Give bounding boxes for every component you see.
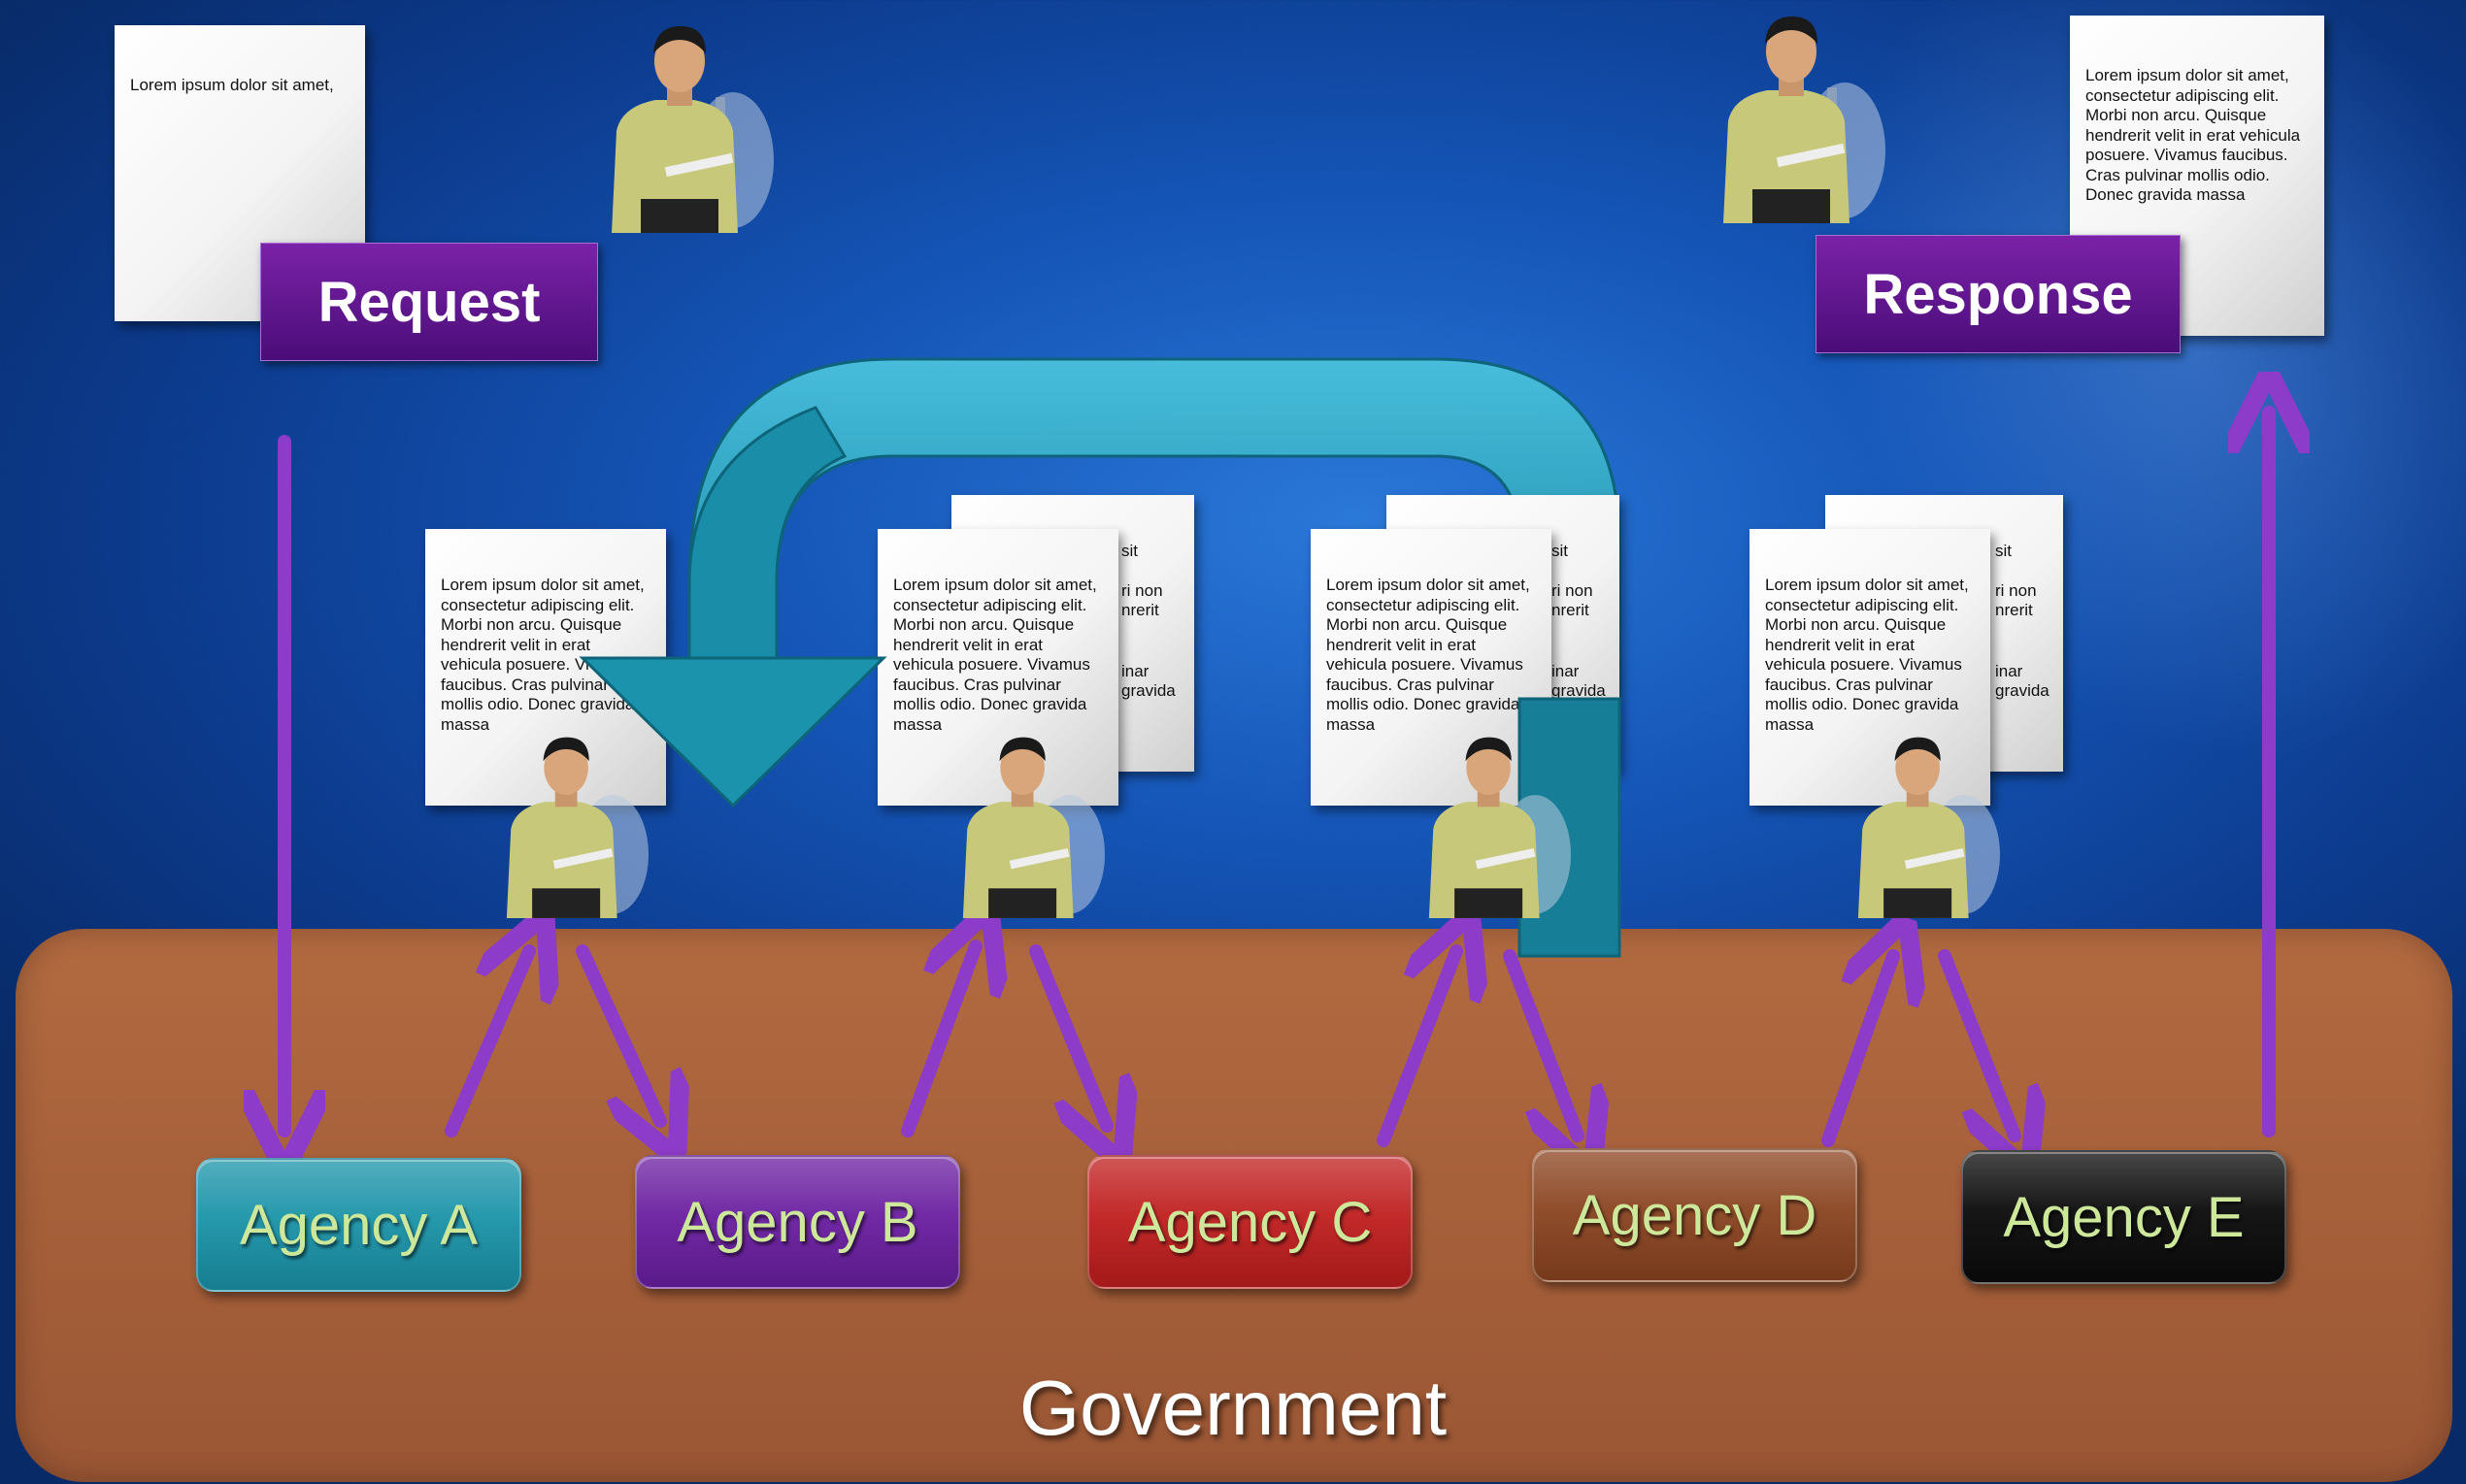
response-document: Lorem ipsum dolor sit amet, consectetur … xyxy=(2070,16,2324,336)
back-document-text: sit xyxy=(1995,542,2012,560)
back-document-text: inar xyxy=(1995,661,2023,680)
person-with-clipboard-icon xyxy=(1428,737,1571,918)
agency-document: Lorem ipsum dolor sit amet, consectetur … xyxy=(878,529,1118,806)
arrow-a-up xyxy=(445,951,529,1138)
back-document-text: gravida xyxy=(1995,681,2049,700)
agency-b-box: Agency B xyxy=(635,1155,960,1289)
person-with-clipboard-icon xyxy=(506,737,649,918)
agency-c-box: Agency C xyxy=(1087,1155,1413,1289)
back-document-text: nrerit xyxy=(1121,601,1159,619)
agency-e-box: Agency E xyxy=(1961,1150,2286,1284)
response-label: Response xyxy=(1816,235,2181,353)
back-document-text: nrerit xyxy=(1995,601,2033,619)
arrow-down-e xyxy=(1938,949,2015,1136)
arrow-c-up xyxy=(1377,951,1456,1147)
back-document-text: ri non xyxy=(1995,580,2037,600)
back-document-text: gravida xyxy=(1551,681,1606,700)
back-document-text: sit xyxy=(1121,542,1138,560)
back-document-text: inar xyxy=(1551,661,1580,680)
agency-d-box: Agency D xyxy=(1532,1148,1857,1282)
back-document-text: nrerit xyxy=(1551,601,1589,619)
arrow-d-up xyxy=(1821,956,1893,1147)
arrow-down-c xyxy=(1029,944,1107,1126)
agency-document-text: Lorem ipsum dolor sit amet, consectetur … xyxy=(441,576,645,734)
request-label: Request xyxy=(260,243,598,361)
request-document-text: Lorem ipsum dolor sit amet, xyxy=(130,76,334,94)
person-with-clipboard-icon xyxy=(1723,16,1885,223)
back-document-text: ri non xyxy=(1551,580,1593,600)
agency-document-text: Lorem ipsum dolor sit amet, consectetur … xyxy=(1326,576,1530,734)
back-document-text: gravida xyxy=(1121,681,1176,700)
arrow-b-up xyxy=(901,946,976,1138)
flow-arrows xyxy=(284,412,2269,1140)
person-with-clipboard-icon xyxy=(612,26,774,233)
back-document-text: sit xyxy=(1551,542,1568,560)
response-document-text: Lorem ipsum dolor sit amet, consectetur … xyxy=(2085,66,2301,204)
government-label: Government xyxy=(1018,1365,1448,1451)
person-with-clipboard-icon xyxy=(1857,737,2000,918)
person-with-clipboard-icon xyxy=(962,737,1105,918)
agency-document: Lorem ipsum dolor sit amet, consectetur … xyxy=(1750,529,1990,806)
arrow-down-b xyxy=(576,944,660,1121)
agency-document-text: Lorem ipsum dolor sit amet, consectetur … xyxy=(893,576,1097,734)
agency-document-text: Lorem ipsum dolor sit amet, consectetur … xyxy=(1765,576,1969,734)
back-document-text: inar xyxy=(1121,661,1150,680)
arrow-down-d xyxy=(1503,949,1578,1136)
back-document-text: ri non xyxy=(1121,580,1163,600)
agency-a-box: Agency A xyxy=(196,1158,521,1292)
